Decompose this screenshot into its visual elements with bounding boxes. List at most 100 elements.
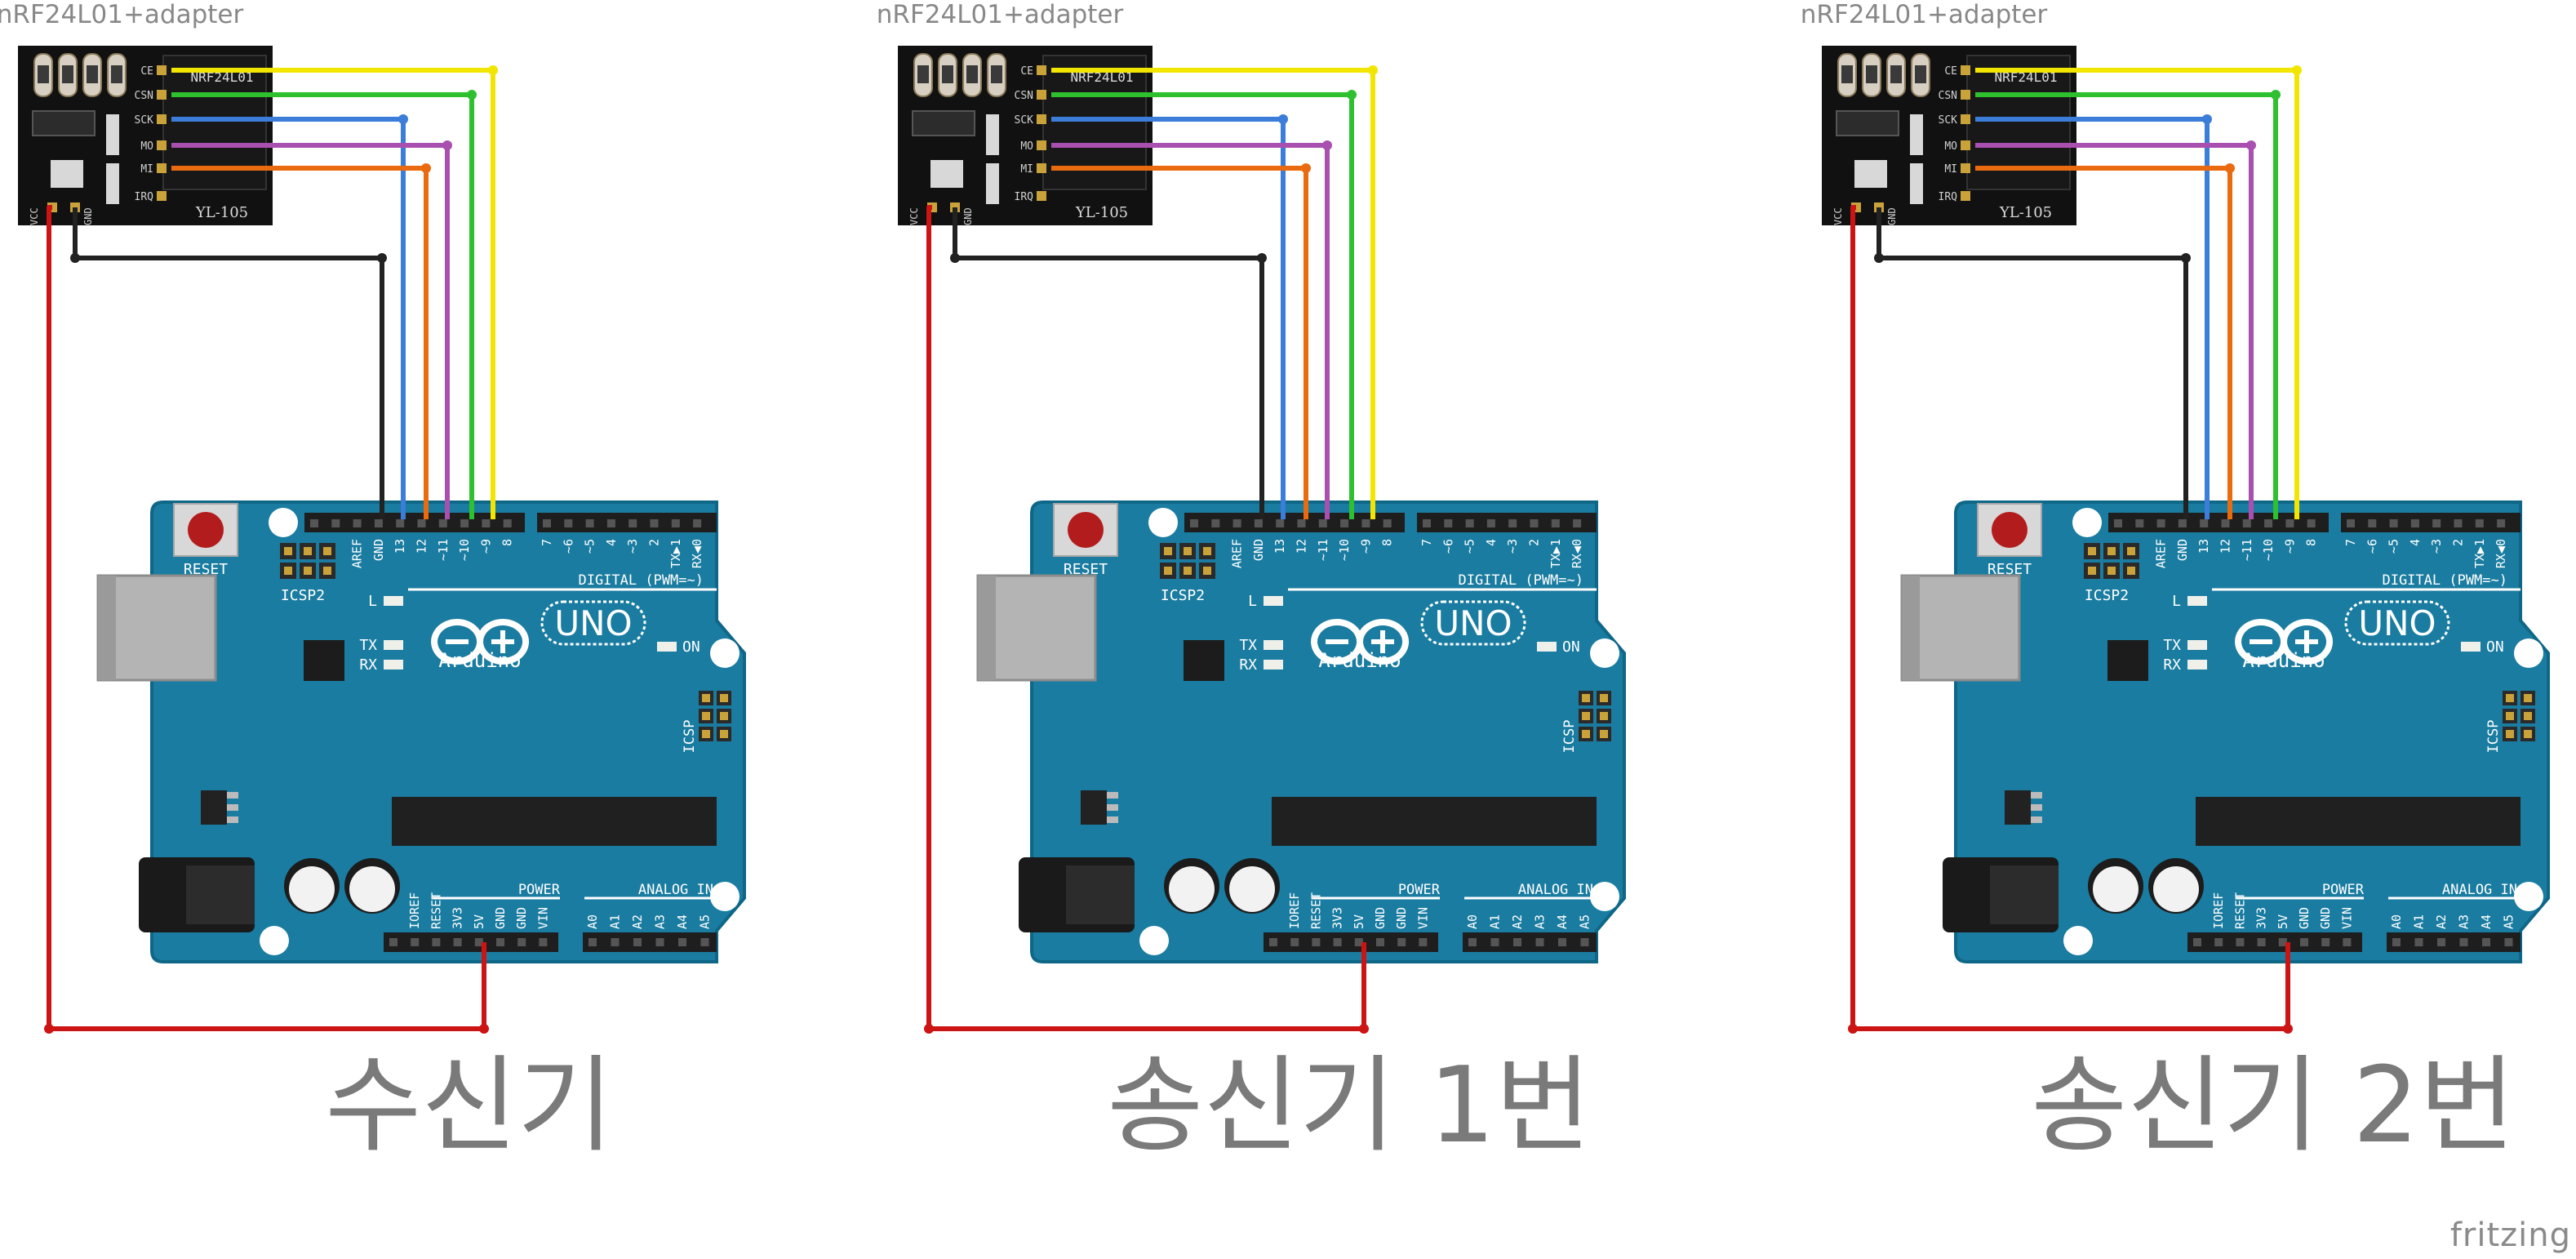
usb-connector-edge [98,576,116,680]
icsp2-pin [2127,567,2135,575]
digital-pin-label: 13 [393,539,407,554]
icsp-header [1579,691,1611,741]
digital-pin-label: ~6 [2365,539,2379,554]
digital-pin [396,519,405,527]
analog-pin-label: A3 [1533,914,1548,929]
digital-pin-label: TX▶1 [1548,539,1563,568]
nrf24-model-label: YL-105 [1075,204,1128,221]
reset-button-cap [1068,512,1104,548]
regulator-pin [2031,816,2042,823]
ldo-tab [930,160,963,188]
digital-pin-label: ~11 [436,539,451,561]
digital-pin [2242,519,2251,527]
nrf24-pin [1037,140,1046,150]
dc-power-jack-barrel [1066,865,1135,924]
wire-bend-point [2271,90,2281,100]
digital-pin [503,519,512,527]
digital-pin-label: ~11 [1316,539,1330,561]
digital-pin-label: ~6 [561,539,575,554]
arduino-logo-right [477,619,530,665]
capacitor-top [2093,866,2139,912]
nrf24-pin-label: MO [140,140,153,153]
digital-pin-label: ~10 [457,539,472,561]
icsp2-pin [2127,547,2135,555]
icsp2-pin [1164,547,1172,555]
icsp2-pin [304,567,312,575]
power-label: POWER [2322,882,2365,898]
usb-connector-edge [1902,576,1920,680]
analog-pin-label: A0 [585,914,600,929]
digital-pin [2454,519,2463,527]
digital-pin [2347,519,2355,527]
icsp-pin [2506,712,2514,720]
nrf24-pin [157,140,167,150]
icsp-pin [2524,712,2532,720]
reset-button-cap [188,512,224,548]
icsp-label: ICSP [682,720,698,754]
nrf24-pin-label: MI [1020,163,1033,176]
analog-label: ANALOG IN [2442,882,2517,898]
led-on-label: ON [1562,638,1580,656]
digital-pin-label: 4 [1484,539,1499,546]
analog-pin-label: A0 [1465,914,1480,929]
icsp2-pin [304,547,312,555]
wire-bend-point [2225,163,2235,173]
capacitor-top [349,866,395,912]
regulator-pin [1107,804,1118,811]
icsp2-header [1160,543,1215,579]
nrf24-pin [157,191,167,201]
icsp2-pin [2107,547,2116,555]
icsp-pin [2524,694,2532,702]
digital-pin-label: AREF [350,539,365,568]
power-pin [2278,938,2287,946]
mounting-hole [710,638,739,668]
usb-connector [976,574,1097,682]
nrf24-pin-label: CSN [135,90,153,102]
smd-resistor-body [87,65,98,83]
digital-pin-label: 2 [1527,539,1542,546]
mounting-hole [710,882,739,911]
wire-bend-point [1874,253,1884,263]
digital-pin [2178,519,2187,527]
digital-pin-label: 4 [604,539,619,546]
ldo-tab [1854,160,1887,188]
dc-power-jack-barrel [1990,865,2059,924]
wire-bend-point [70,253,80,263]
wire-bend-point [421,163,431,173]
nrf24-gnd-label: GND [962,207,974,225]
nrf24-pin [1961,191,1970,201]
analog-pin [588,938,597,946]
analog-pin [2437,938,2445,946]
wire-bend-point [1322,140,1332,150]
icsp-pin [1582,694,1590,702]
digital-pin-label: ~9 [478,539,493,554]
uno-badge [1420,600,1526,646]
digital-pin [606,519,615,527]
nrf24-pin-label: MO [1944,140,1957,153]
power-pin-label: 5V [2276,914,2290,929]
led-tx-label: TX [1239,637,1257,654]
digital-pin-label: ~9 [2282,539,2297,554]
capacitor-smd [1910,114,1923,155]
nrf24-pin [157,163,167,173]
module-caption: 송신기 2번 [2031,1045,2515,1167]
capacitor-smd [986,163,999,204]
power-pin [2257,938,2266,946]
analog-pin-label: A1 [2412,914,2427,929]
analog-pin [2414,938,2423,946]
analog-header-block [1463,932,1597,952]
led-on-label: ON [682,638,700,656]
nrf24-pin [1961,140,1970,150]
uno-model: UNO [1434,603,1512,643]
smd-resistor-body [991,65,1002,83]
power-pin [2193,938,2201,946]
nrf24-chip-label: NRF24L01 [1994,69,2057,85]
led-rx-label: RX [1239,656,1257,674]
nrf24-vcc-label: VCC [908,207,920,225]
nrf24-pin-label: IRQ [1015,191,1034,203]
icsp2-label: ICSP2 [1161,587,1205,604]
icsp2-pin [1203,567,1211,575]
wire-bend-point [1278,114,1288,124]
digital-pin-label: 8 [1380,539,1395,546]
